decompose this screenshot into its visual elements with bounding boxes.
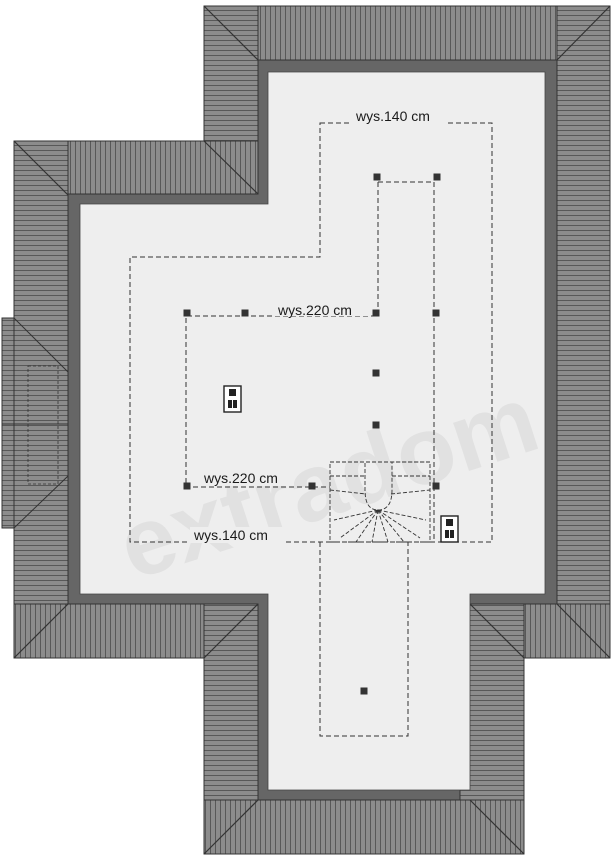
posts (183, 173, 441, 695)
height-label-bottom: wys.140 cm (193, 527, 268, 543)
post (372, 421, 380, 429)
height-line-220 (185, 181, 435, 542)
chimney-icon (440, 515, 459, 543)
height-lines (129, 122, 493, 737)
attic-floor (79, 71, 546, 791)
roof-east (556, 5, 611, 605)
post (183, 482, 191, 490)
height-label-top: wys.140 cm (355, 108, 430, 124)
height-label-inner-top: wys.220 cm (277, 302, 352, 318)
post (433, 173, 441, 181)
chimney-icon (223, 385, 242, 413)
post (360, 687, 368, 695)
height-line-south (319, 542, 409, 737)
post (372, 369, 380, 377)
roof (1, 5, 611, 855)
height-line-140 (129, 122, 493, 543)
post (308, 482, 316, 490)
staircase-icon (329, 461, 431, 543)
roof-south (203, 799, 525, 855)
roof-north (203, 5, 611, 63)
post (241, 309, 249, 317)
post (183, 309, 191, 317)
post (372, 309, 380, 317)
height-label-inner-bottom: wys.220 cm (203, 470, 278, 486)
post (373, 173, 381, 181)
post (432, 309, 440, 317)
post (432, 482, 440, 490)
